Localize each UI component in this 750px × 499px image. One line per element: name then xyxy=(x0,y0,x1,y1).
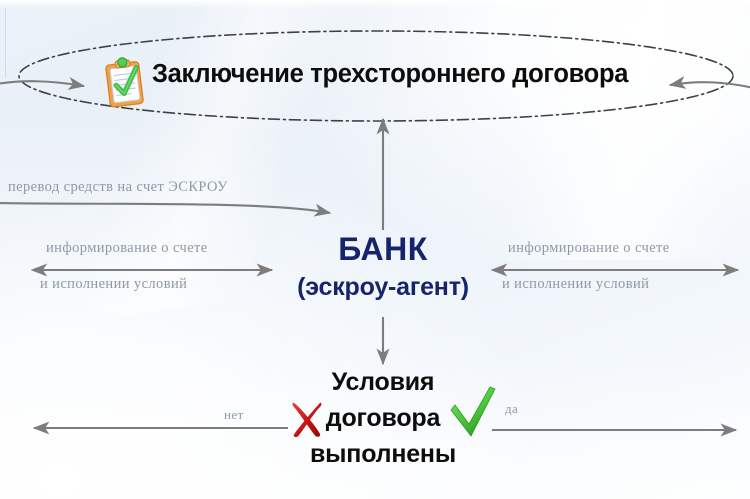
contract-ellipse xyxy=(18,30,734,122)
conditions-line-2: договора xyxy=(325,404,441,432)
contract-headline: Заключение трехстороннего договора xyxy=(152,60,629,88)
label-left-info-line-1: информирование о счете xyxy=(46,240,208,256)
conditions-line-3: выполнены xyxy=(309,440,456,468)
clipboard-check-icon xyxy=(105,57,144,108)
arrow-into-contract-right xyxy=(668,76,750,89)
label-yes: да xyxy=(505,401,519,416)
label-transfer-to-escrow: перевод средств на счет ЭСКРОУ xyxy=(8,179,228,195)
label-left-info-line-2: и исполнении условий xyxy=(40,276,188,292)
bank-subtitle: (эскроу-агент) xyxy=(297,273,469,301)
arrow-transfer-curved xyxy=(0,202,332,217)
green-check-icon xyxy=(450,386,496,437)
label-right-info-line-2: и исполнении условий xyxy=(502,276,650,292)
label-no: нет xyxy=(224,407,244,422)
bank-title: БАНК xyxy=(338,231,428,267)
red-x-icon xyxy=(292,402,322,438)
background-left-rule xyxy=(5,8,6,78)
label-right-info-line-1: информирование о счете xyxy=(508,240,670,256)
arrow-into-contract-left xyxy=(0,77,86,90)
background-top-edge xyxy=(0,0,750,7)
conditions-line-1: Условия xyxy=(331,368,435,396)
